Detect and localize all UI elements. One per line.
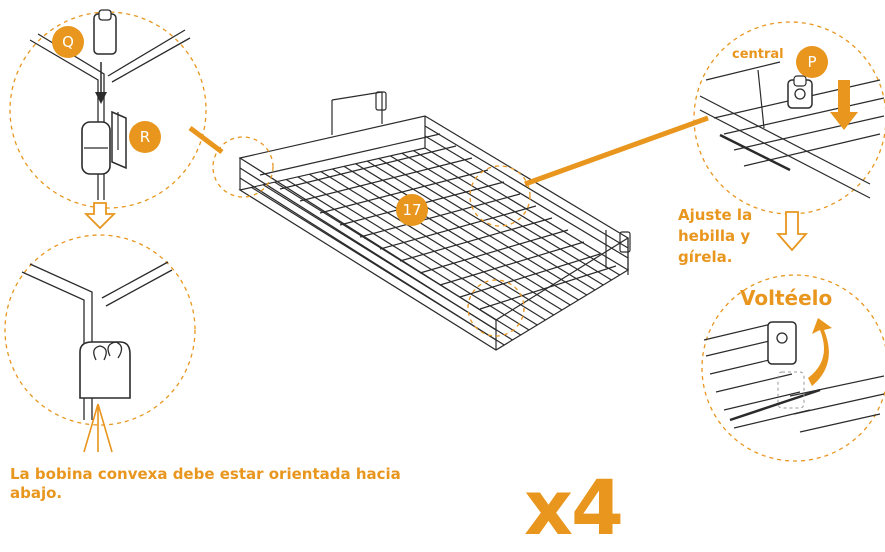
basket-cross-wire (332, 168, 563, 311)
badge-q: Q (52, 26, 84, 58)
basket-cross-wire (285, 178, 530, 331)
coil-orientation-note: La bobina convexa debe estar orientada h… (10, 465, 401, 502)
badge-p: P (796, 46, 828, 78)
detail-circle-hinge-top (9, 9, 207, 209)
adjust-buckle-note: Ajuste la hebilla y gírela. (678, 206, 753, 266)
basket-cross-wire (297, 176, 538, 326)
basket-cross-wire (320, 171, 555, 316)
basket-cross-wire (366, 160, 588, 296)
hollow-arrow-down-icon (83, 202, 117, 230)
detail-circle-hinge-bottom (4, 234, 196, 453)
badge-r: R (129, 121, 161, 153)
basket-cross-wire (274, 181, 522, 336)
basket-cross-wire (413, 150, 621, 276)
connector-line-right (524, 115, 709, 187)
highlight-circle-left (212, 136, 274, 198)
basket-cross-wire (309, 173, 546, 321)
step-number-badge: 17 (396, 194, 428, 226)
curved-rotate-arrow-icon (808, 318, 832, 386)
basket-cross-wire (401, 152, 612, 281)
flip-instruction: Voltéelo (740, 286, 833, 310)
central-wire-label: central (732, 47, 784, 62)
highlight-circle-front (467, 279, 525, 337)
basket-cross-wire (343, 165, 571, 306)
connector-line-left (188, 126, 224, 154)
detail-circle-flip (701, 274, 885, 462)
arrow-down-icon (830, 80, 858, 130)
quantity-multiplier: x4 (524, 463, 624, 552)
wire-basket-illustration (238, 91, 631, 351)
basket-cross-wire (378, 157, 596, 291)
basket-cross-wire (355, 163, 579, 301)
detail-circle-buckle (693, 21, 885, 215)
hollow-arrow-down-icon (776, 211, 808, 252)
highlight-circle-center (469, 165, 531, 227)
